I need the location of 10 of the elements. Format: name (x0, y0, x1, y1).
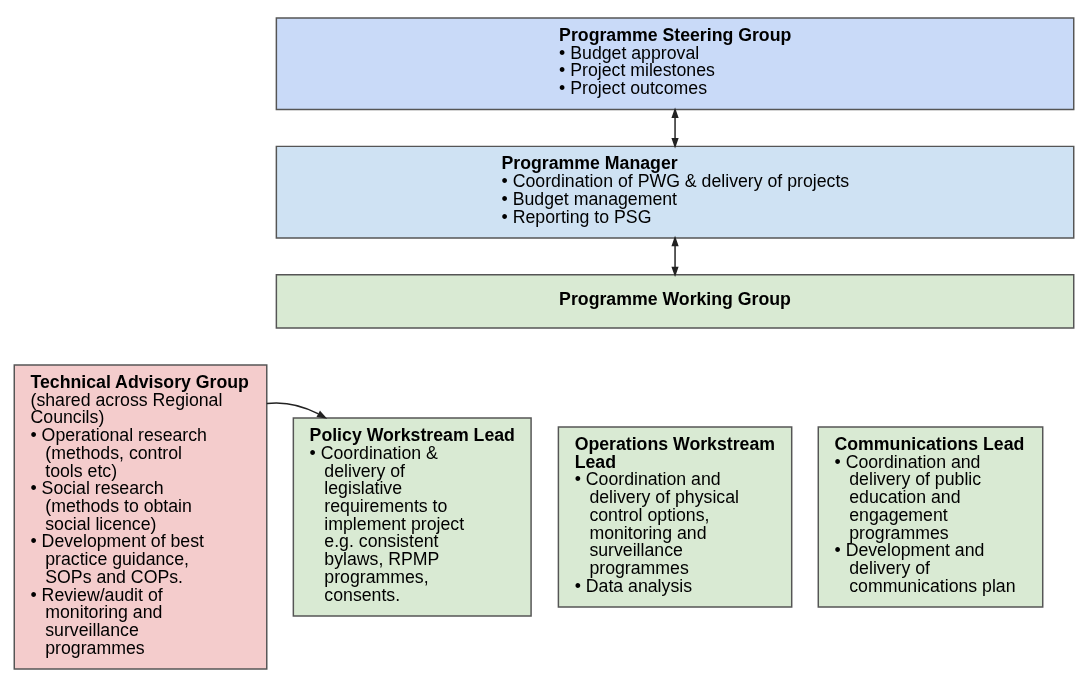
arrow (266, 401, 328, 419)
node-box: Technical Advisory Group (shared across Regional Councils) • Operational research (methods, control tools etc) • Social research (methods to obtain social licence) • Development of best practice guidance, SOPs and COPs. • Review/audit of monitoring and surveillance programmes (13, 363, 268, 670)
node-box: Policy Workstream Lead • Coordination & delivery of legislative requirements to implement project e.g. consistent bylaws, RPMP programmes, consents. (292, 416, 532, 617)
arrow (671, 107, 679, 148)
node-box: Programme Steering Group • Budget approval • Project milestones • Project outcomes (275, 16, 1075, 110)
node-box: Communications Lead • Coordination and delivery of public education and engagement programmes • Development and delivery of communications plan (817, 425, 1044, 608)
node-box: Programme Working Group (275, 273, 1075, 329)
node-box: Operations Workstream Lead • Coordination and delivery of physical control options, monitoring and surveillance programmes • Data analysis (557, 425, 793, 608)
node-box: Programme Manager • Coordination of PWG & delivery of projects • Budget management • Reporting to PSG (275, 145, 1075, 239)
arrow (671, 235, 679, 277)
